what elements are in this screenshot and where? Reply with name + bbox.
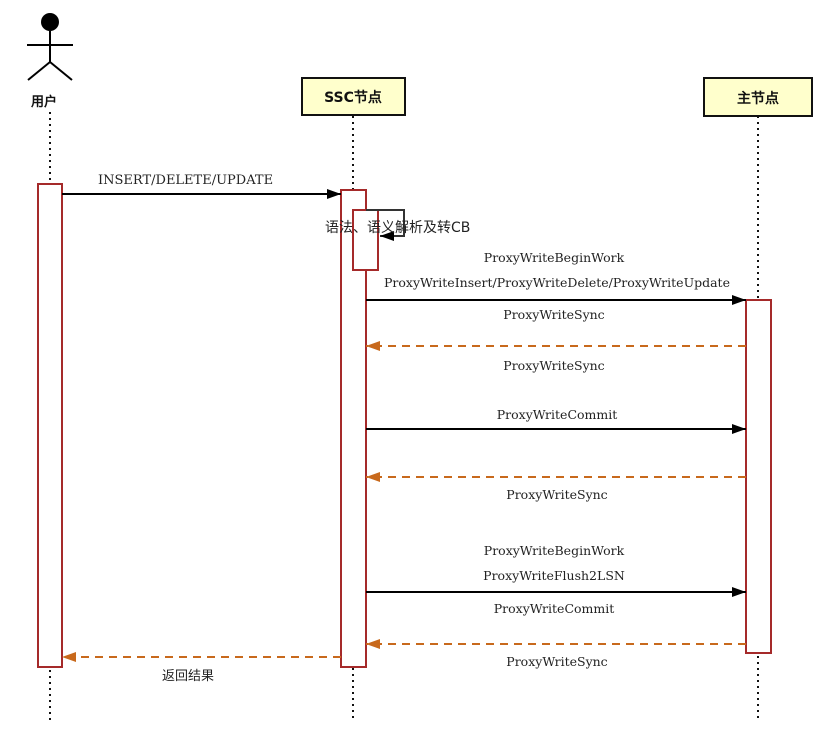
msg-sync-label-2: ProxyWriteSync [503, 358, 604, 373]
msg-flush-label: ProxyWriteFlush2LSN [483, 568, 625, 583]
msg-commit-label-2: ProxyWriteCommit [494, 601, 615, 616]
msg-commit-label-1: ProxyWriteCommit [497, 407, 618, 422]
msg-write-ops-label: ProxyWriteInsert/ProxyWriteDelete/ProxyW… [384, 275, 730, 290]
self-msg-arrow [366, 209, 405, 241]
msg-beginwork-label: ProxyWriteBeginWork [484, 250, 625, 265]
user-label: 用户 [30, 94, 57, 110]
msg-sync-label-1: ProxyWriteSync [503, 307, 604, 322]
master-activation [745, 299, 772, 654]
ssc-self-activation [352, 209, 379, 271]
master-node-label: 主节点 [737, 90, 779, 107]
msg-beginwork-label-2: ProxyWriteBeginWork [484, 543, 625, 558]
ssc-node-box [301, 77, 406, 116]
user-activation [37, 183, 63, 668]
msg-sync-label-3: ProxyWriteSync [506, 487, 607, 502]
master-node-box [703, 77, 813, 117]
msg-insert-label: INSERT/DELETE/UPDATE [98, 173, 273, 188]
ssc-node-label: SSC节点 [324, 89, 382, 106]
user-actor-icon [27, 13, 73, 81]
msg-sync-label-4: ProxyWriteSync [506, 654, 607, 669]
msg-return-result-label: 返回结果 [162, 669, 214, 684]
self-msg-label: 语法、语义解析及转CB [325, 220, 470, 236]
